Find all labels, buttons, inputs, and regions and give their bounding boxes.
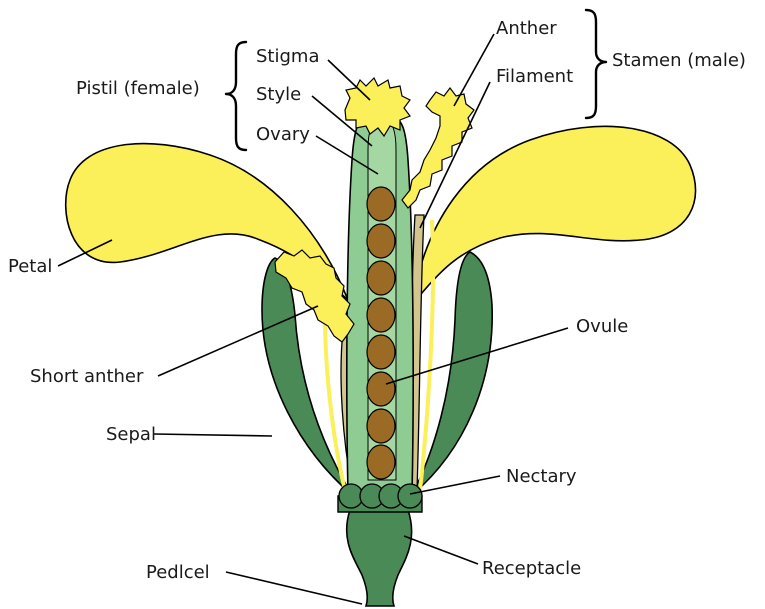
ovule-label: Ovule [576,316,628,337]
ovule [367,372,395,406]
stigma [345,78,410,136]
receptacle-leader [404,536,478,564]
pedicel-leader [226,572,362,604]
nectaries [339,484,422,508]
ovule [367,298,395,332]
ovary-label: Ovary [256,124,310,145]
nectary [398,484,422,508]
ovule [367,187,395,221]
anther-leader [454,34,494,106]
pistil-brace [226,42,246,150]
ovule [367,409,395,443]
style-label: Style [256,84,301,105]
ovule [367,224,395,258]
pedicel [347,510,412,606]
stamen-label: Stamen (male) [612,50,746,71]
filament-label: Filament [496,66,573,87]
ovule [367,335,395,369]
nectary-label: Nectary [506,466,577,487]
anther-label: Anther [496,18,557,39]
receptacle-label: Receptacle [482,558,581,579]
ovule [367,261,395,295]
ovule [367,445,395,479]
short-anther-label: Short anther [30,366,144,387]
pedicel-label: Pedlcel [146,562,210,583]
petal-label: Petal [8,256,52,277]
sepal-leader [154,434,272,436]
petal-right [412,126,696,305]
stamen-brace [586,10,606,118]
sepal-label: Sepal [106,424,156,445]
stigma-label: Stigma [256,46,319,67]
pistil-label: Pistil (female) [76,78,200,99]
